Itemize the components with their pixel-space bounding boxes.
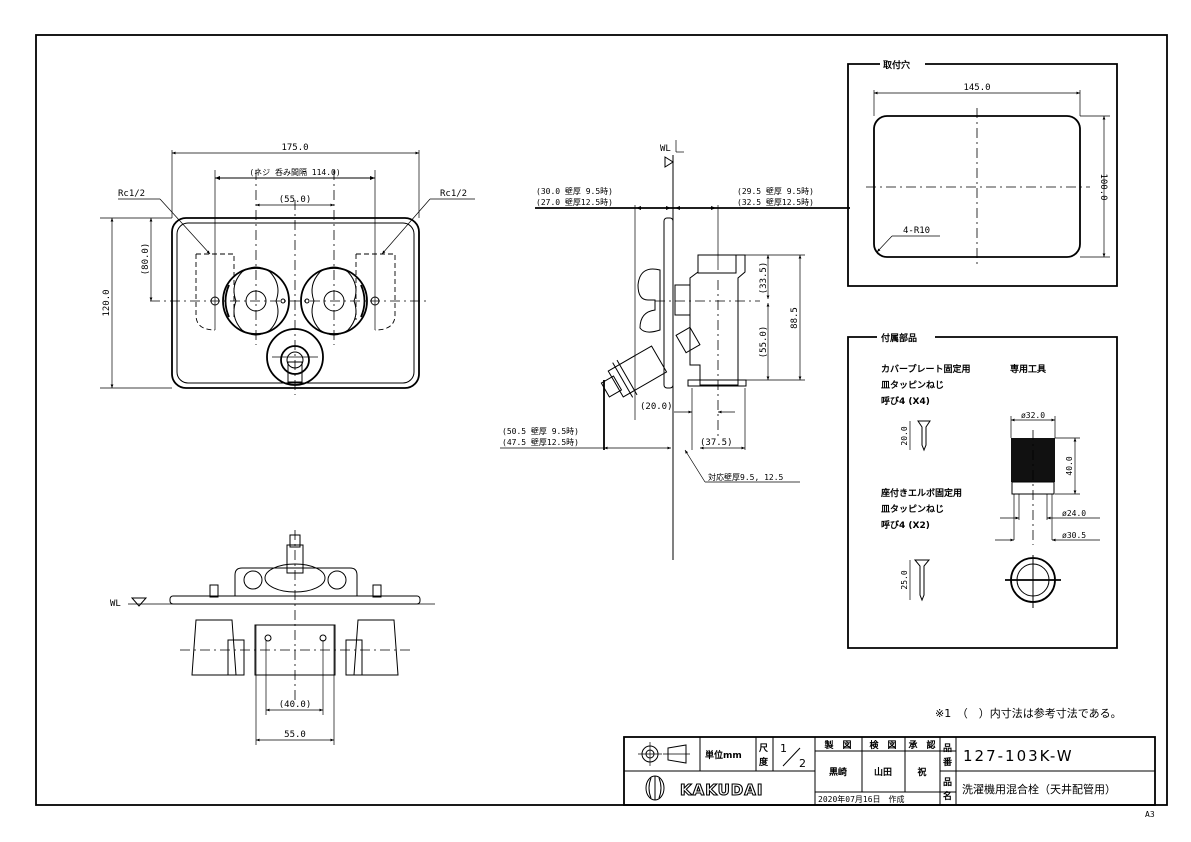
bottom-view: WL (40.0) 55.0 — [110, 530, 435, 745]
corner-radius-label: 4-R10 — [903, 226, 930, 236]
thread-label-left: Rc1/2 — [118, 189, 145, 199]
screw2-line1: 座付きエルボ固定用 — [880, 487, 962, 499]
dim-total-88: 88.5 — [790, 307, 800, 329]
part-name-label-2: 名 — [943, 790, 952, 802]
paper-size: A3 — [1145, 810, 1155, 819]
accessories-title: 付属部品 — [881, 332, 917, 344]
dim-right-top-2: (32.5 壁厚12.5時) — [737, 197, 814, 207]
dim-37: (37.5) — [700, 438, 733, 448]
brand-name: KAKUDAI — [680, 781, 763, 799]
checked-label: 検 図 — [869, 739, 896, 751]
kakudai-logo — [645, 775, 665, 801]
water-level-triangle — [664, 156, 674, 168]
checked-by: 山田 — [874, 766, 892, 778]
dim-width-175: 175.0 — [281, 143, 308, 153]
hole-width: 145.0 — [963, 83, 990, 93]
screw-icon-2 — [909, 559, 931, 602]
dim-offset-80: (80.0) — [141, 243, 151, 276]
accessories-panel: 付属部品 カバープレート固定用 皿タッピンねじ 呼び4 (X4) 専用工具 20… — [847, 332, 1118, 649]
screw1-line2: 皿タッピンねじ — [881, 379, 944, 391]
dim-lower-55: (55.0) — [759, 326, 769, 359]
dim-40: (40.0) — [279, 700, 312, 710]
tool-diameter-24: ø24.0 — [1062, 509, 1086, 518]
wl-label-bottom: WL — [110, 599, 121, 609]
screw2-length: 25.0 — [900, 570, 909, 589]
wl-label-side: WL — [660, 144, 671, 154]
cover-plate — [171, 217, 420, 389]
creation-date: 2020年07月16日 作成 — [818, 794, 905, 804]
scale-label-1: 尺 — [759, 743, 768, 754]
dim-height-120: 120.0 — [102, 289, 112, 316]
thread-label-right: Rc1/2 — [440, 189, 467, 199]
title-block: 単位mm 尺 度 1 2 KAKUDAI 製 図 検 図 承 認 黒崎 山田 祝… — [623, 736, 1156, 806]
screw2-line3: 呼び4 (X2) — [881, 519, 930, 531]
drawn-by: 黒崎 — [829, 766, 847, 778]
dim-center-55: (55.0) — [279, 195, 312, 205]
screw1-line3: 呼び4 (X4) — [881, 395, 930, 407]
dim-screw-pitch: (ネジ 呑み間隔 114.0) — [249, 167, 340, 177]
dim-bottom-left-1: (50.5 壁厚 9.5時) — [502, 426, 579, 436]
part-name-label-1: 品 — [943, 777, 952, 788]
elbow-body — [689, 254, 746, 386]
reference-note: ※1 （ ）内寸法は参考寸法である。 — [935, 706, 1122, 720]
outlet-fitting — [266, 328, 324, 386]
dim-right-top-1: (29.5 壁厚 9.5時) — [737, 186, 814, 196]
dim-left-top-2: (27.0 壁厚12.5時) — [536, 197, 613, 207]
drawn-label: 製 図 — [823, 739, 851, 751]
part-no-label-1: 品 — [943, 743, 952, 754]
scale-denominator: 2 — [799, 757, 806, 770]
dim-55: 55.0 — [284, 730, 306, 740]
tool-diameter-30: ø30.5 — [1062, 531, 1086, 540]
mounting-hole-title: 取付穴 — [883, 59, 910, 71]
scale-numerator: 1 — [780, 742, 787, 755]
dim-20: (20.0) — [640, 402, 673, 412]
screw-icon-1 — [909, 420, 931, 452]
valve-handle-left — [222, 267, 290, 335]
tool-title: 専用工具 — [1010, 363, 1046, 375]
projection-symbol-icon — [638, 742, 690, 766]
dim-left-top-1: (30.0 壁厚 9.5時) — [536, 186, 613, 196]
drawing-border — [35, 34, 1168, 806]
wall-thickness-note: 対応壁厚9.5, 12.5 — [708, 472, 784, 482]
valve-handle-right — [300, 267, 368, 335]
mounting-hole-panel: 取付穴 145.0 100.0 4-R10 — [847, 59, 1118, 287]
dim-upper-33: (33.5) — [759, 262, 769, 295]
part-name: 洗濯機用混合栓（天井配管用） — [962, 782, 1116, 796]
dim-bottom-left-2: (47.5 壁厚12.5時) — [502, 437, 579, 447]
tool-top-view-icon — [1005, 555, 1061, 608]
part-number: 127-103K-W — [963, 747, 1074, 765]
tool-diameter-32: ø32.0 — [1021, 411, 1045, 420]
tool-height: 40.0 — [1065, 456, 1074, 475]
approved-by: 祝 — [917, 766, 926, 778]
screw2-line2: 皿タッピンねじ — [881, 503, 944, 515]
side-view: WL (30.0 壁厚 9.5時) (27.0 壁厚12.5時) (29.5 壁… — [500, 140, 850, 560]
unit-label: 単位mm — [705, 749, 742, 761]
hole-height: 100.0 — [1098, 173, 1108, 200]
scale-label-2: 度 — [759, 756, 769, 768]
screw1-line1: カバープレート固定用 — [881, 363, 970, 375]
front-view: 175.0 (ネジ 呑み間隔 114.0) (55.0) 120.0 (80.0… — [100, 143, 475, 395]
approved-label: 承 認 — [908, 739, 935, 751]
part-no-label-2: 番 — [942, 756, 953, 768]
screw1-length: 20.0 — [900, 426, 909, 445]
